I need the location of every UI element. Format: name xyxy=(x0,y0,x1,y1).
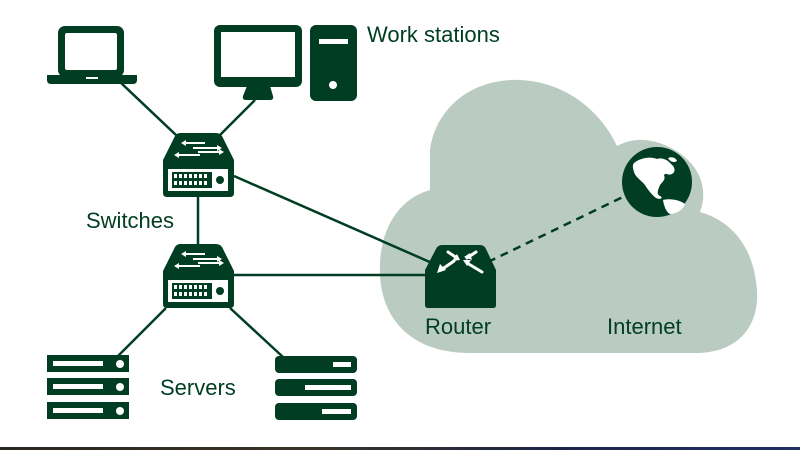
laptop-icon[interactable] xyxy=(47,26,137,84)
monitor-icon[interactable] xyxy=(214,25,302,100)
edge-switchtop-router xyxy=(233,174,433,265)
edge-laptop-switch xyxy=(119,81,177,136)
globe-icon[interactable] xyxy=(621,146,693,218)
edge-monitor-switch xyxy=(219,99,256,136)
switch-top-icon[interactable] xyxy=(163,133,234,197)
internet-cloud xyxy=(379,79,758,353)
label-switches: Switches xyxy=(86,208,175,233)
switch-bottom-icon[interactable] xyxy=(163,244,234,308)
edge-router-internet xyxy=(487,193,628,264)
server-right-icon[interactable] xyxy=(275,356,357,420)
label-workstations: Work stations xyxy=(367,22,500,47)
bottom-edge-strip xyxy=(0,447,800,450)
cloud-shape xyxy=(379,79,758,353)
label-servers: Servers xyxy=(160,375,236,400)
desktop-tower-icon[interactable] xyxy=(310,25,357,101)
edge-switch-server-right xyxy=(229,307,284,358)
connections xyxy=(117,81,628,358)
label-internet: Internet xyxy=(607,314,682,339)
label-router: Router xyxy=(425,314,492,339)
edge-switch-server-left xyxy=(117,307,167,357)
router-icon[interactable] xyxy=(425,245,496,308)
server-left-icon[interactable] xyxy=(47,355,129,419)
